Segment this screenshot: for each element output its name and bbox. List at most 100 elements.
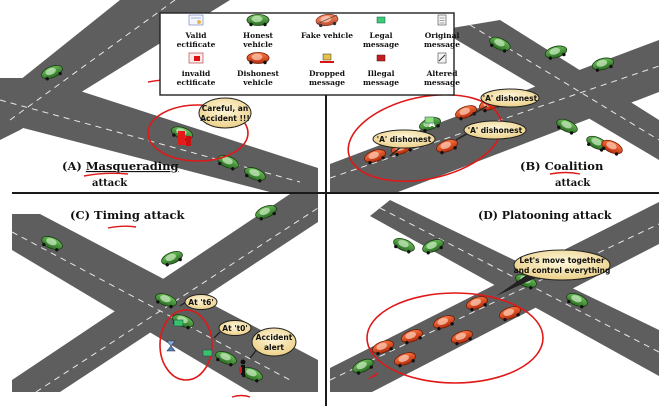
legend-label-3-1: message <box>363 40 399 49</box>
panel-a-label-line2: attack <box>92 178 128 189</box>
legend-label-2-0: Fake vehicle <box>301 31 353 40</box>
legend-dishonest-car <box>246 52 270 65</box>
dishonest-vehicle-b-6 <box>601 139 623 156</box>
legend-label-6-0: Dishonest <box>237 69 279 78</box>
honest-vehicle-a-1 <box>41 65 63 81</box>
legend-honest-car <box>246 14 270 27</box>
legend-label-5-0: invalid <box>182 69 211 78</box>
legend-label-1-0: Honest <box>243 31 274 40</box>
legend-label-0-1: ectificate <box>177 40 216 49</box>
legend-label-9-0: Altered <box>426 69 459 78</box>
dishonest-vehicle-d-3 <box>433 315 455 331</box>
bubble-c-alert <box>251 327 297 357</box>
panel-b-label: (B) Coalition <box>520 159 604 173</box>
bubble-b-1 <box>480 88 540 108</box>
person-figure-icon <box>239 359 246 375</box>
honest-vehicle-b-3 <box>591 57 615 72</box>
highlight-circle-c <box>159 309 213 381</box>
honest-vehicle-b-4 <box>556 118 578 135</box>
accident-marker-a <box>178 131 185 145</box>
highlight-circle-d <box>366 292 544 384</box>
honest-vehicle-d-1 <box>393 238 415 254</box>
dishonest-vehicle-d-2 <box>401 329 423 345</box>
honest-vehicle-c-4 <box>155 293 177 309</box>
props <box>166 116 435 380</box>
bubble-c-2-text: At 't0' <box>222 324 247 333</box>
legend-label-7-1: message <box>309 78 345 87</box>
dishonest-vehicle-d-4 <box>451 330 473 346</box>
message-envelope-c-2 <box>202 349 213 357</box>
bubble-c-1-text: At 't6' <box>188 298 213 307</box>
dishonest-vehicle-d-6 <box>499 306 521 322</box>
panel-b-label-line2: attack <box>555 178 591 189</box>
highlight-circle-a <box>147 104 249 162</box>
message-envelope-b <box>424 116 435 124</box>
bubble-d-line1: Let's move together <box>519 256 605 265</box>
bubble-a-line2: Accident !!! <box>200 114 250 123</box>
legal-message-icon <box>376 16 386 24</box>
honest-vehicle-a-4 <box>244 167 266 183</box>
honest-vehicle-d-5 <box>352 358 374 375</box>
bubble-b-2 <box>372 129 436 149</box>
honest-vehicle-d-4 <box>566 293 588 309</box>
bubble-c-alert-line2: alert <box>264 343 284 352</box>
dishonest-vehicle-d-1 <box>394 352 416 368</box>
honest-vehicle-b-1 <box>489 36 511 53</box>
dishonest-vehicle-b-1 <box>364 149 386 165</box>
legend-label-6-1: vehicle <box>242 78 273 87</box>
fake-vehicle-icon <box>315 13 339 28</box>
altered-message-icon <box>437 52 447 64</box>
highlight-circles <box>147 93 544 384</box>
honest-vehicle-c-6 <box>215 351 237 367</box>
honest-vehicle-b-2 <box>544 45 568 60</box>
honest-vehicle-d-2 <box>422 239 444 255</box>
dropped-message-icon <box>320 53 334 63</box>
invalid-certificate-icon <box>188 52 204 64</box>
legend-label-0-0: Valid <box>185 31 208 40</box>
bubble-a-line1: Careful, an <box>202 104 248 113</box>
bubble-a <box>198 97 252 129</box>
legend-label-3-0: Legal <box>370 31 393 40</box>
panel-labels: (A) Masquerading attack (B) Coalition at… <box>62 159 612 222</box>
legend-label-4-1: message <box>424 40 460 49</box>
bubble-b-3 <box>463 120 527 140</box>
panel-a-label: (A) Masquerading <box>62 159 179 173</box>
legend-label-7-0: Dropped <box>309 69 346 78</box>
bubble-c-1 <box>184 294 218 310</box>
dishonest-vehicle-icon <box>246 52 270 65</box>
legend-label-5-1: ectificate <box>177 78 216 87</box>
honest-vehicle-c-3 <box>161 251 183 267</box>
bubble-d <box>513 249 611 281</box>
bubble-b-3-text: 'A' dishonest <box>468 126 523 135</box>
speech-bubbles: Careful, an Accident !!! 'A' dishonest '… <box>179 88 611 359</box>
message-envelope-c-1 <box>173 319 184 327</box>
legend-label-8-0: Illegal <box>368 69 395 78</box>
valid-certificate-icon <box>188 14 204 26</box>
bubble-c-alert-line1: Accident <box>256 333 293 342</box>
accident-marker-a-2 <box>186 136 191 146</box>
dishonest-vehicle-b-4 <box>455 105 477 121</box>
illegal-message-icon <box>376 54 386 62</box>
bubble-d-line2: and control everything <box>514 266 611 275</box>
honest-vehicle-a-3 <box>217 155 239 171</box>
coalition-car-letter: A <box>429 120 436 129</box>
bubble-c-2 <box>218 320 252 336</box>
panel-d-label: (D) Platooning attack <box>478 209 612 222</box>
original-message-icon <box>437 14 447 26</box>
road-c-cross <box>12 194 318 392</box>
bubble-b-2-text: 'A' dishonest <box>377 135 432 144</box>
legend-box <box>159 12 455 96</box>
dishonest-vehicle-b-3 <box>436 139 458 155</box>
honest-vehicle-icon <box>246 14 270 27</box>
road-b-cross <box>440 20 659 160</box>
bubble-b-1-text: 'A' dishonest <box>483 94 538 103</box>
honest-vehicle-c-1 <box>255 205 277 221</box>
legend-label-8-1: message <box>363 78 399 87</box>
legend-label-9-1: message <box>424 78 460 87</box>
hourglass-icon <box>166 340 176 352</box>
dishonest-vehicle-d-5 <box>466 296 488 312</box>
legend-label-4-0: Original <box>425 31 460 40</box>
